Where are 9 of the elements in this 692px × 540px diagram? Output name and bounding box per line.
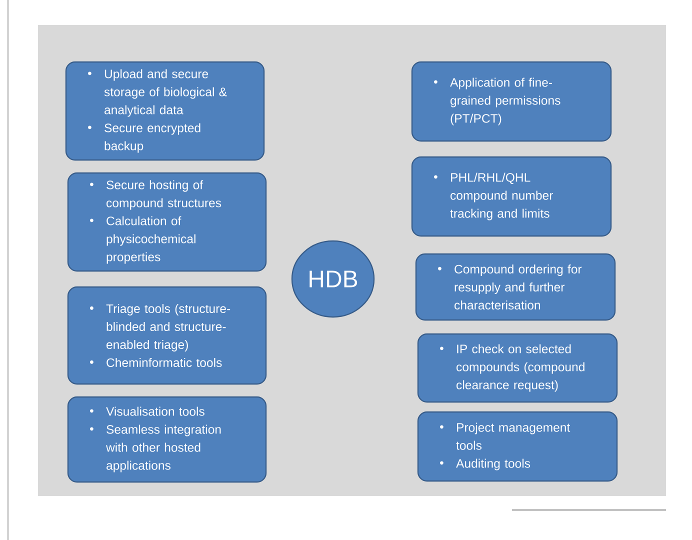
feature-box: Application of fine-grained permissions (PT/PCT) (411, 61, 612, 142)
feature-box: IP check on selected compounds (compound clearance request) (417, 333, 618, 403)
feature-box: Secure hosting of compound structures Calculation of physicochemical properties (67, 172, 267, 272)
feature-box: Compound ordering for resupply and further characterisation (415, 253, 616, 321)
feature-box: Triage tools (structure-blinded and structure-enabled triage) Cheminformatic tools (67, 286, 267, 385)
feature-box: PHL/RHL/QHL compound number tracking and limits (411, 156, 612, 237)
feature-box: Project management tools Auditing tools (417, 411, 618, 482)
feature-box: Visualisation tools Seamless integration with other hosted applications (67, 396, 267, 483)
feature-box: Upload and secure storage of biological & analytical data Secure encrypted backup (65, 61, 265, 161)
